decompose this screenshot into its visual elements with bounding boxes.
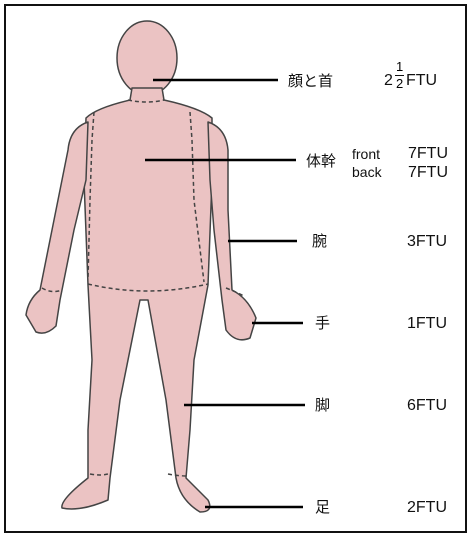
head-shape: [117, 21, 177, 95]
value-face-neck-whole: 2: [384, 73, 393, 89]
label-trunk-back: back: [352, 165, 382, 179]
value-leg: 6FTU: [407, 398, 447, 414]
value-face-neck-denominator: 2: [396, 77, 403, 90]
body-silhouette: [26, 21, 256, 512]
value-face-neck-unit: FTU: [406, 73, 437, 89]
label-leg: 脚: [315, 398, 330, 413]
value-hand: 1FTU: [407, 316, 447, 332]
value-arm: 3FTU: [407, 234, 447, 250]
value-trunk-front: 7FTU: [408, 146, 448, 162]
value-foot: 2FTU: [407, 500, 447, 516]
value-trunk-back: 7FTU: [408, 165, 448, 181]
label-face-neck: 顔と首: [288, 74, 333, 89]
left-arm-shape: [26, 122, 88, 333]
label-foot: 足: [315, 500, 330, 515]
label-trunk: 体幹: [306, 154, 336, 169]
right-arm-shape: [208, 122, 256, 340]
label-trunk-front: front: [352, 147, 380, 161]
value-face-neck-numerator: 1: [396, 60, 403, 73]
label-arm: 腕: [312, 234, 327, 249]
label-hand: 手: [315, 316, 330, 331]
